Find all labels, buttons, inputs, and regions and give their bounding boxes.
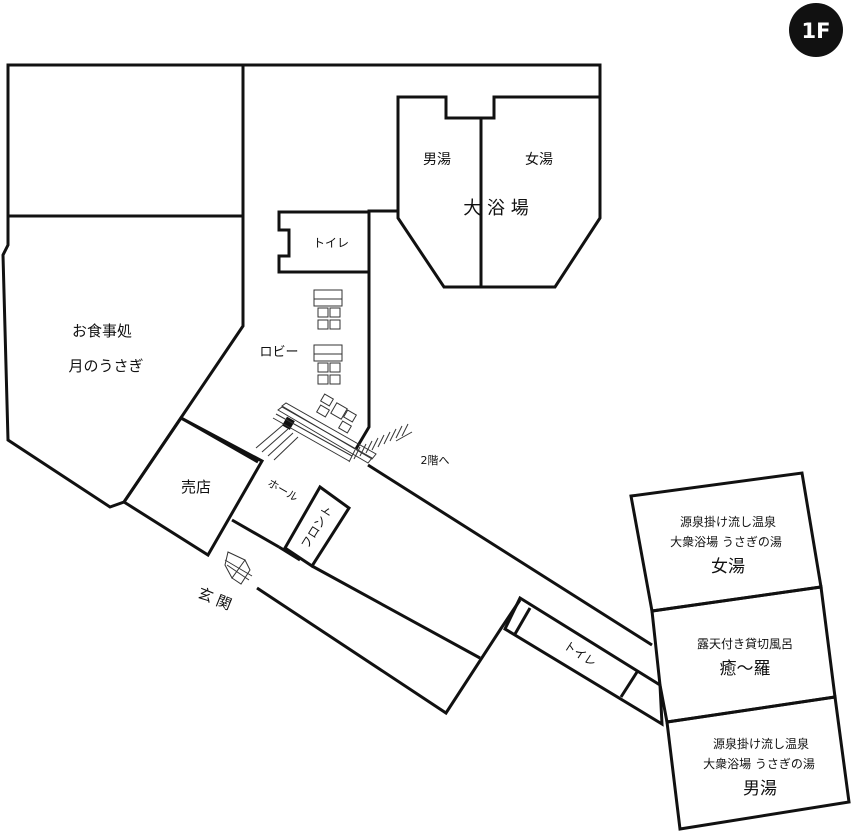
label-bath-male: 男湯 — [423, 151, 451, 168]
label-onsen-men-3: 男湯 — [743, 779, 777, 799]
room-upper-left — [6, 63, 245, 218]
wall-hall-north — [180, 416, 259, 464]
label-onsen-women-2: 大衆浴場 うさぎの湯 — [670, 535, 782, 549]
room-onsen-men — [665, 695, 851, 831]
wall-corridor-north — [367, 463, 653, 647]
label-bath-female: 女湯 — [525, 151, 553, 168]
wall-entrance-west — [231, 518, 280, 549]
label-private-bath-2: 癒〜羅 — [720, 659, 771, 679]
room-big-bath — [396, 95, 602, 289]
entrance-door-icon — [224, 551, 253, 585]
wall-corridor-south — [311, 564, 481, 660]
toilet-right-wall-a — [513, 607, 532, 635]
label-lobby: ロビー — [259, 345, 298, 360]
wall-top-middle — [243, 63, 602, 97]
floor-badge-label: 1F — [802, 19, 831, 43]
label-onsen-women-3: 女湯 — [711, 557, 745, 577]
floor-badge: 1F — [789, 3, 843, 57]
room-shop — [121, 416, 265, 558]
label-restaurant-1: お食事処 — [72, 322, 132, 340]
label-hall: ホール — [265, 477, 300, 505]
wall-entrance-east — [256, 586, 522, 716]
label-entrance: 玄 関 — [195, 584, 234, 614]
room-toilet-top — [277, 210, 371, 274]
room-toilet-right — [503, 595, 664, 727]
label-toilet-top: トイレ — [313, 236, 349, 250]
label-restaurant-2: 月のうさぎ — [68, 357, 143, 375]
room-restaurant — [1, 214, 245, 509]
wall-entrance-corr — [278, 545, 301, 562]
label-onsen-men-2: 大衆浴場 うさぎの湯 — [703, 757, 815, 771]
lobby-furniture — [313, 289, 358, 434]
label-private-bath-1: 露天付き貸切風呂 — [697, 636, 793, 651]
label-front: フロント — [298, 503, 335, 551]
label-onsen-women-1: 源泉掛け流し温泉 — [680, 514, 776, 529]
label-bath-main: 大 浴 場 — [463, 198, 528, 219]
wall-lobby-east — [354, 209, 398, 450]
label-shop: 売店 — [181, 478, 211, 496]
toilet-right-wall-b — [619, 671, 639, 698]
stairs-icon — [255, 402, 413, 464]
label-stairs: 2階へ — [421, 453, 450, 467]
label-onsen-men-1: 源泉掛け流し温泉 — [713, 736, 809, 751]
